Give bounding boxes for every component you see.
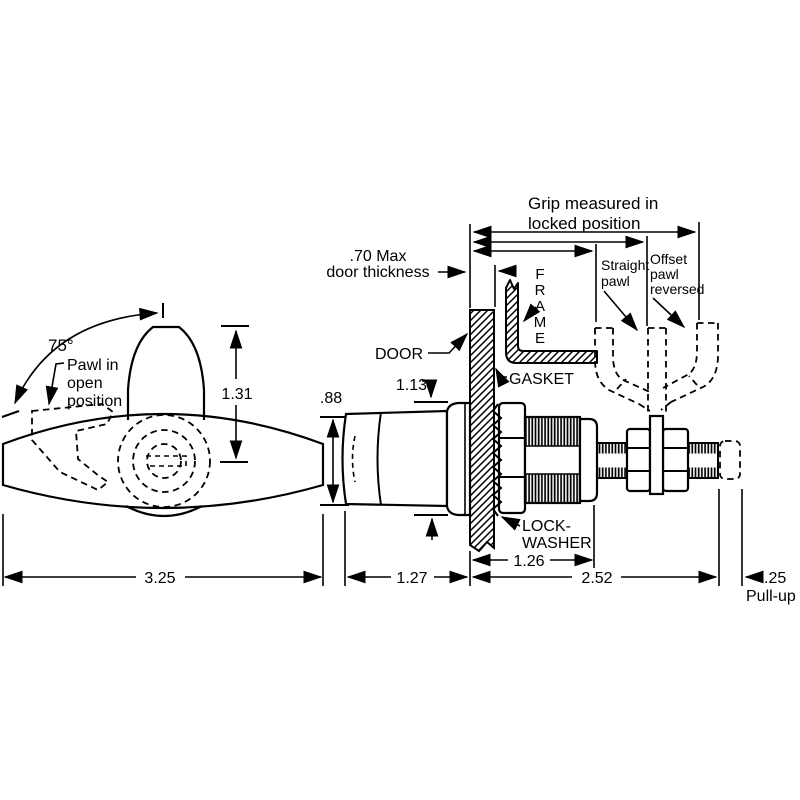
stud-pulled-up-dashed [719, 440, 741, 480]
lock-washer-line1: LOCK- [522, 518, 571, 535]
pullup-label: Pull-up [746, 588, 796, 605]
lock-washer-line2: WASHER [522, 535, 592, 552]
offset-pawl-leader-arrow [652, 297, 686, 329]
mounting-nut [497, 401, 527, 515]
lock-cylinder-dashed-circles [117, 414, 211, 508]
gasket-label-group: GASKET [495, 367, 574, 388]
angle-label: 75° [48, 336, 74, 355]
pawl-open-note: Pawl in open position [45, 357, 122, 410]
straight-pawl-line2: pawl [601, 273, 630, 289]
threaded-bushing [523, 415, 599, 505]
side-view: .88 [320, 194, 796, 605]
frame-letter-m: M [534, 314, 547, 331]
pawl-note-leader-arrow [45, 362, 65, 406]
pawl-note-line3: position [67, 393, 122, 410]
grip-note-line1: Grip measured in [528, 194, 658, 213]
dim-handle-height: 1.31 [220, 325, 253, 463]
lock-washer-label-group: LOCK- WASHER [500, 516, 592, 552]
pawl-plate [648, 414, 665, 496]
offset-pawl-line1: Offset [650, 251, 687, 267]
pawl-positions-dashed [594, 322, 719, 413]
pawl-tip-arc [125, 505, 203, 518]
dim-bezel: 1.13 [396, 377, 448, 540]
front-view: 75° Pawl in open position 1.31 3.25 [1, 303, 325, 587]
dim-pullup: .25 Pull-up [741, 489, 796, 605]
threaded-stud [596, 442, 628, 479]
door-leader-arrow [428, 332, 469, 354]
frame-letter-e: E [535, 330, 545, 347]
frame-letter-r: R [535, 282, 546, 299]
dim-325-label: 3.25 [144, 570, 175, 587]
pawl-nut-outer [661, 427, 690, 493]
frame-letter-f: F [535, 266, 544, 283]
grip-note-line2: locked position [528, 214, 640, 233]
door-panel [469, 309, 495, 553]
dim-88-label: .88 [320, 390, 342, 407]
offset-pawl-line3: reversed [650, 281, 704, 297]
offset-pawl-label-group: Offset pawl reversed [650, 251, 704, 329]
dim-handle-depth: 1.27 [344, 511, 471, 587]
mounting-flange [445, 401, 472, 517]
lock-washer [491, 403, 503, 517]
frame-label-group: F R A M E [522, 266, 547, 347]
pawl-open-dashed-outline [31, 403, 115, 492]
handle-shaft [341, 409, 449, 508]
lock-washer-leader-arrow [500, 516, 521, 531]
rotation-arc-75: 75° [1, 303, 164, 418]
frame-section [505, 279, 598, 364]
dim-grip-length: 2.52 [471, 489, 720, 587]
dim-113-label: 1.13 [396, 377, 427, 394]
dim-127-label: 1.27 [396, 570, 427, 587]
door-label-group: DOOR [375, 332, 469, 363]
frame-leader-arrow [522, 303, 541, 323]
door-label: DOOR [375, 346, 423, 363]
gasket-label: GASKET [509, 371, 574, 388]
stud-end-threads [687, 442, 719, 479]
dim-handle-width: 3.25 [2, 514, 324, 587]
straight-pawl-line1: Straight [601, 257, 649, 273]
dim-shaft-diameter: .88 [320, 390, 349, 506]
gasket-leader-arrow [495, 367, 510, 388]
dim-131-label: 1.31 [221, 386, 252, 403]
frame-letter-a: A [535, 298, 545, 315]
dim-252-label: 2.52 [581, 570, 612, 587]
straight-pawl-label-group: Straight pawl [601, 257, 649, 332]
door-thickness-line1: .70 Max [350, 248, 407, 265]
bushing-end-cap [578, 417, 599, 503]
door-thickness-line2: door thickness [326, 264, 429, 281]
grip-note: Grip measured in locked position [528, 194, 658, 233]
handle-wing [126, 325, 206, 420]
dim-126-label: 1.26 [513, 553, 544, 570]
pawl-note-line1: Pawl in [67, 357, 119, 374]
dim-25-label: .25 [764, 570, 786, 587]
dim-thread-length: 1.26 [471, 505, 595, 570]
offset-pawl-line2: pawl [650, 266, 679, 282]
straight-pawl-leader-arrow [603, 290, 639, 332]
pawl-note-line2: open [67, 375, 103, 392]
door-thickness-note: .70 Max door thickness [326, 248, 517, 307]
pawl-nut-inner [625, 427, 652, 493]
grip-dimension-lines [469, 222, 700, 326]
